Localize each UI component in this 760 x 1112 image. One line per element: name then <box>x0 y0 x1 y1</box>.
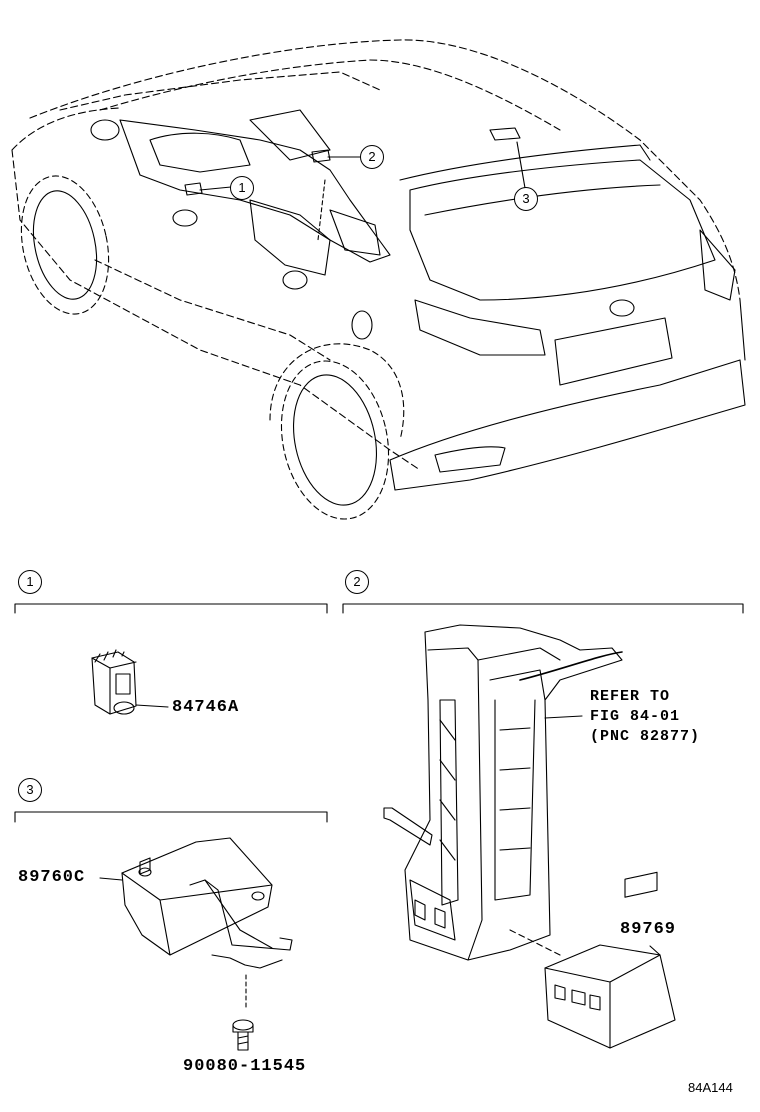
console-bracket-drawing <box>383 624 623 961</box>
dashboard <box>119 119 391 263</box>
reference-line-3: (PNC 82877) <box>590 728 701 745</box>
section-2-number: 2 <box>345 570 369 594</box>
section-1-bracket <box>14 603 328 614</box>
rear-emblem <box>609 299 635 317</box>
side-mirror <box>90 119 120 141</box>
section-3 <box>14 811 328 1051</box>
vehicle-illustration <box>11 39 746 520</box>
figure-id: 84A144 <box>688 1080 733 1095</box>
reference-note: REFER TO FIG 84-01 (PNC 82877) <box>590 687 700 747</box>
screw-90080-11545-drawing <box>232 974 254 1051</box>
connector-84746A-drawing <box>91 649 169 715</box>
roof-inner <box>99 59 561 131</box>
module-89769-drawing <box>509 871 676 1049</box>
section-1 <box>14 603 328 715</box>
front-wheel-rim <box>32 190 98 300</box>
rear-window <box>409 159 716 301</box>
roof-outline <box>29 39 741 301</box>
body-lower <box>94 259 331 361</box>
section-1-number: 1 <box>18 570 42 594</box>
license-plate-area <box>554 317 673 386</box>
section-2-bracket <box>342 603 744 614</box>
module-89760C-drawing <box>99 837 293 969</box>
part-label-90080-11545: 90080-11545 <box>183 1057 307 1076</box>
rear-bumper <box>389 359 746 491</box>
rear-wheel <box>280 360 390 520</box>
rear-wheel-rim <box>292 374 378 506</box>
reference-line-1: REFER TO <box>590 688 671 705</box>
callout-2-vehicle: 2 <box>360 145 384 169</box>
tail-light-right <box>699 229 736 301</box>
reference-line-2: FIG 84-01 <box>590 708 681 725</box>
part-label-89760C: 89760C <box>18 868 86 887</box>
tail-light-left <box>414 299 546 356</box>
section-3-bracket <box>14 811 328 823</box>
section-2 <box>342 603 744 1049</box>
front-wheel <box>20 175 110 315</box>
callout-1-vehicle: 1 <box>230 176 254 200</box>
callout-3-vehicle: 3 <box>514 187 538 211</box>
body-side <box>11 107 421 471</box>
front-seat <box>249 199 331 276</box>
part-label-89769: 89769 <box>620 920 677 939</box>
part-label-84746A: 84746A <box>172 698 240 717</box>
section-3-number: 3 <box>18 778 42 802</box>
windshield <box>59 71 381 111</box>
